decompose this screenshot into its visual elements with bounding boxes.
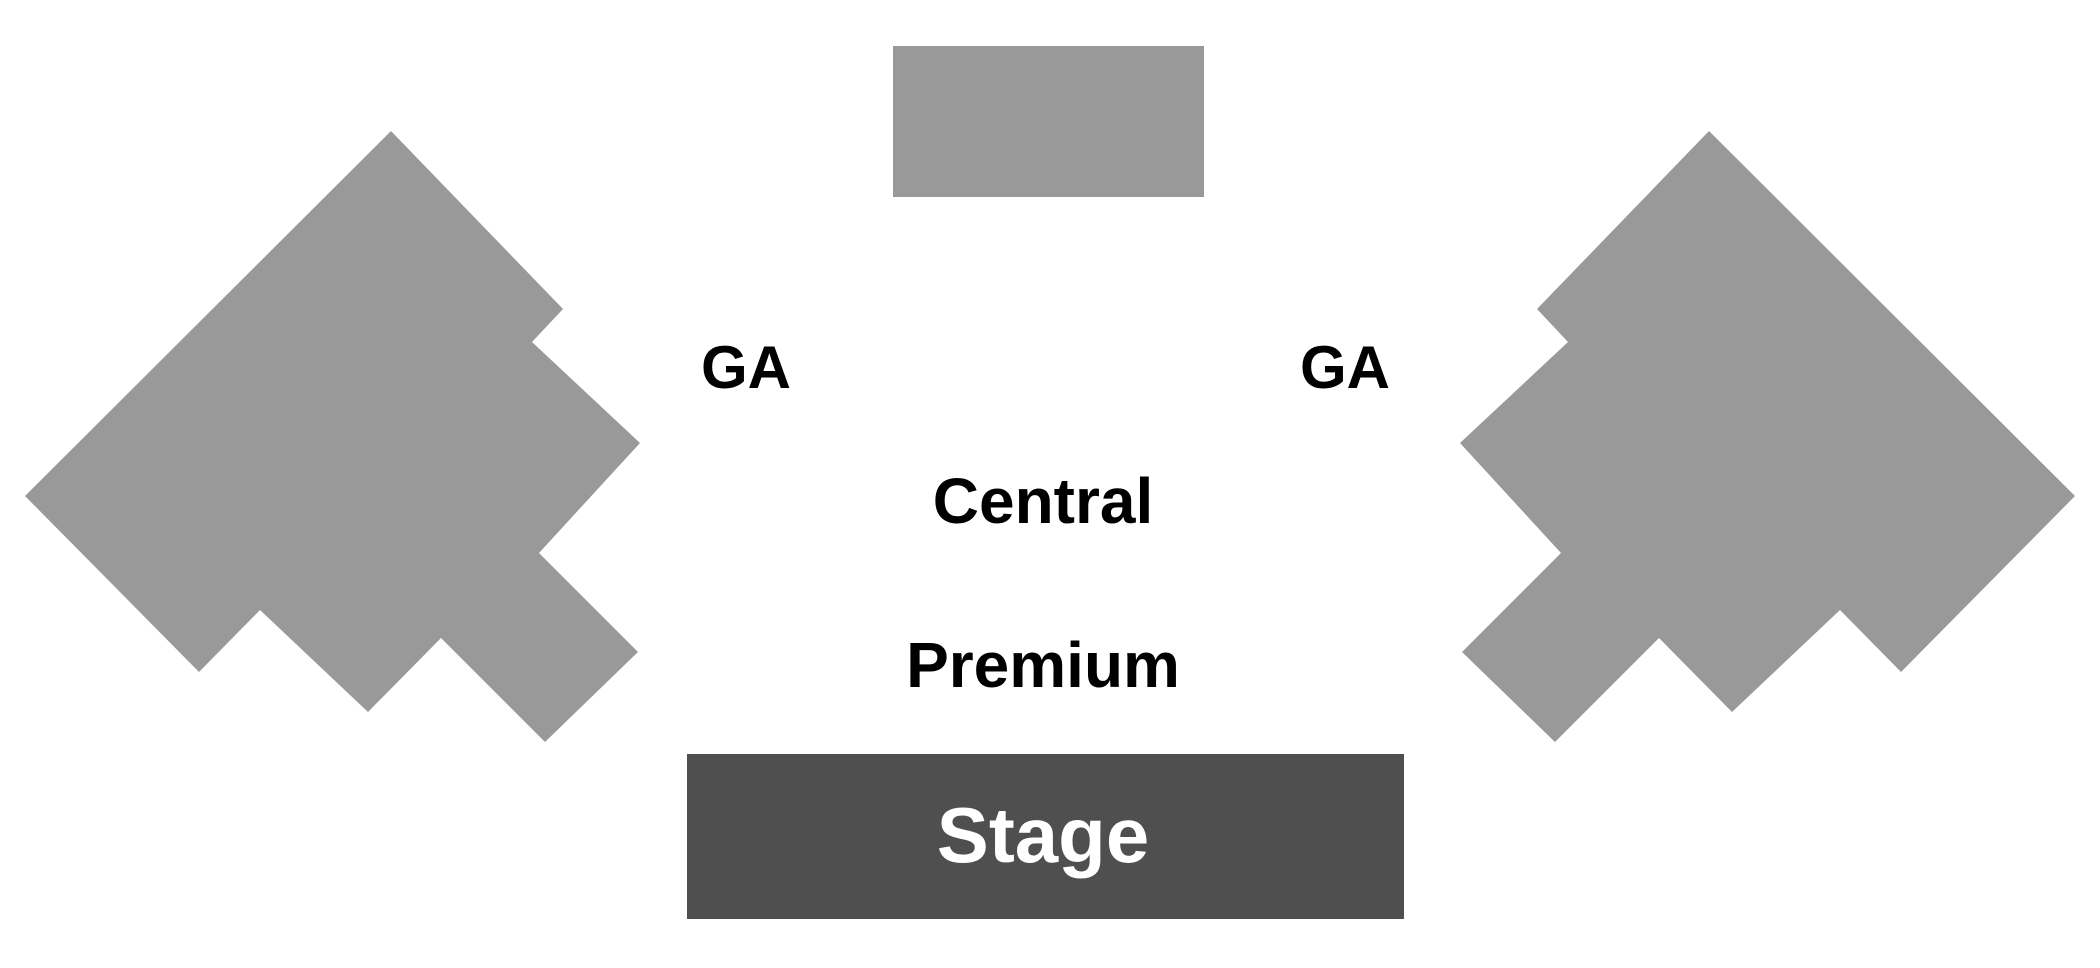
stage-label: Stage [937, 791, 1149, 879]
ga-left-label[interactable]: GA [701, 334, 791, 401]
section-right-wing[interactable] [1460, 131, 2075, 742]
stage: Stage [687, 754, 1404, 919]
section-left-wing[interactable] [25, 131, 640, 742]
stage-block [687, 754, 1404, 919]
section-top[interactable] [893, 46, 1204, 197]
central-label[interactable]: Central [933, 465, 1154, 537]
ga-right-label[interactable]: GA [1300, 334, 1390, 401]
premium-label[interactable]: Premium [906, 629, 1180, 701]
